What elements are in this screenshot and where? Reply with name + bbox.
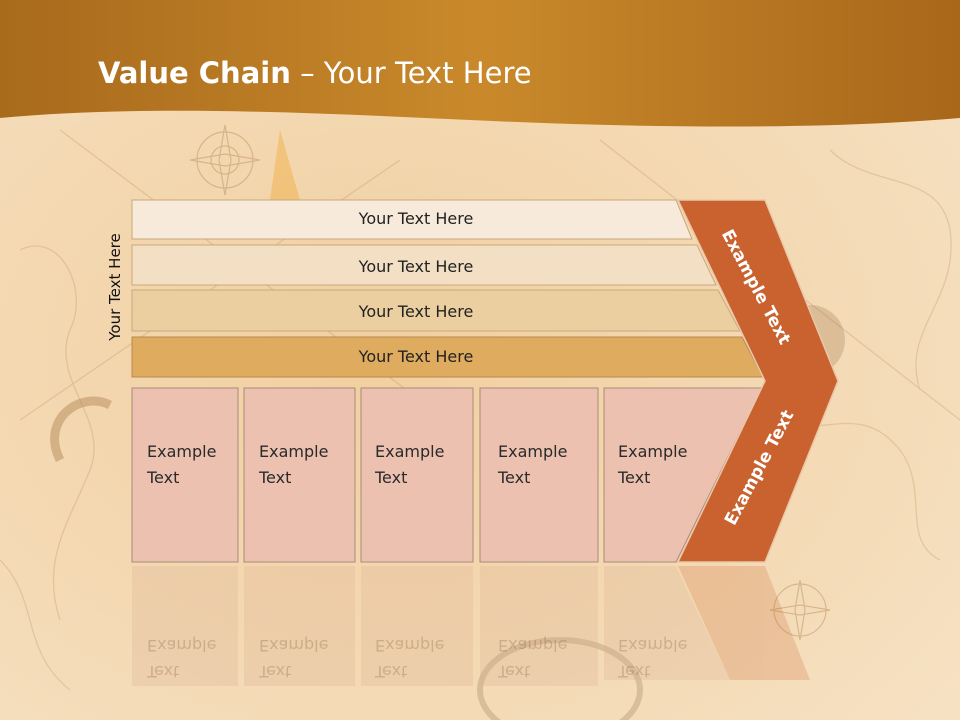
primary-cell-4[interactable] [479, 387, 599, 563]
primary-cell-1[interactable] [131, 387, 239, 563]
support-row-2[interactable] [131, 244, 717, 286]
primary-cell-5[interactable] [603, 387, 763, 563]
page-title: Value Chain – Your Text Here [98, 56, 532, 90]
support-row-3-label: Your Text Here [358, 302, 474, 321]
compass-rose-icon [189, 124, 831, 641]
support-row-1[interactable] [131, 199, 693, 240]
support-row-1-label: Your Text Here [358, 209, 474, 228]
support-row-4-label: Your Text Here [358, 347, 474, 366]
header-band [0, 0, 960, 127]
primary-cell-2[interactable] [243, 387, 356, 563]
support-row-3[interactable] [131, 289, 741, 332]
margin-chevron[interactable] [676, 199, 839, 563]
support-row-2-label: Your Text Here [358, 257, 474, 276]
primary-cell-3[interactable] [360, 387, 474, 563]
